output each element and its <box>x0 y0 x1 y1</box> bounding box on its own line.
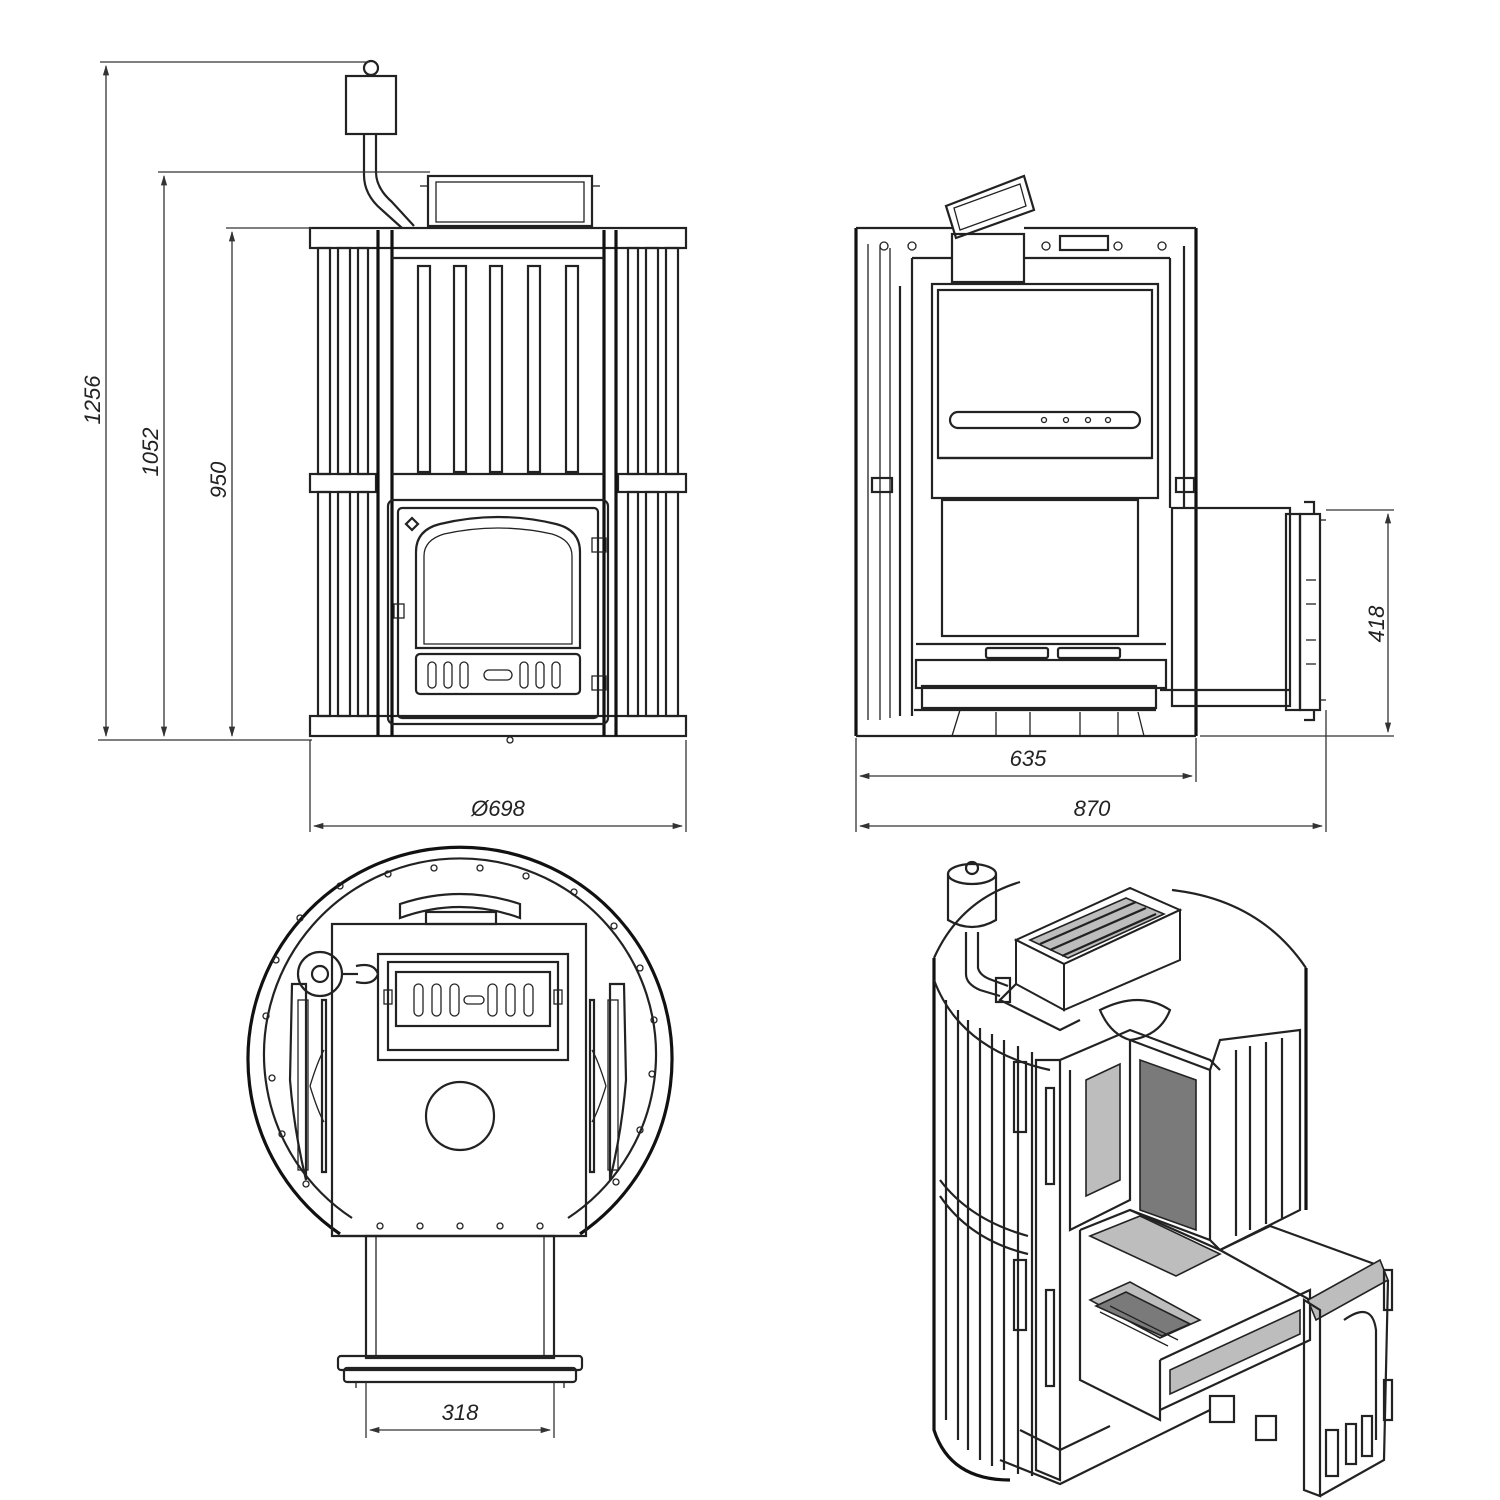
dim-height-1052: 1052 <box>138 428 163 477</box>
water-tank <box>344 59 415 229</box>
front-height-dimensions: 1256 1052 950 <box>80 61 430 741</box>
center-grille <box>392 256 604 476</box>
top-view: 318 <box>246 845 674 1438</box>
side-ribs <box>288 982 628 1181</box>
iso-top-tray <box>998 886 1183 1042</box>
iso-tunnel <box>1078 1208 1381 1422</box>
dim-depth-870: 870 <box>1074 796 1111 821</box>
iso-grille <box>939 1000 1034 1476</box>
side-dimensions: 418 635 870 <box>855 509 1394 832</box>
dim-height-1256: 1256 <box>80 375 105 425</box>
side-body <box>854 226 1198 738</box>
bottom-bolts <box>376 1222 544 1230</box>
dim-height-950: 950 <box>206 461 231 498</box>
dim-diameter-698: Ø698 <box>470 796 526 821</box>
dim-height-418: 418 <box>1364 605 1389 642</box>
isometric-view <box>932 860 1394 1498</box>
front-view: 1256 1052 950 Ø698 <box>80 59 688 832</box>
dim-depth-635: 635 <box>1010 746 1047 771</box>
top-dimension: 318 <box>365 1382 555 1438</box>
top-tray <box>420 174 600 228</box>
top-panel <box>376 952 570 1062</box>
rim-bolts <box>262 864 658 1188</box>
fire-door <box>386 498 610 744</box>
top-tunnel <box>336 1234 584 1388</box>
air-vents <box>427 661 561 689</box>
iso-base <box>999 1394 1278 1486</box>
right-grille <box>602 230 680 736</box>
side-chamber <box>914 282 1168 737</box>
front-width-dimension: Ø698 <box>309 740 687 832</box>
iso-water-tank <box>946 860 1012 1004</box>
side-view: 418 635 870 <box>854 174 1394 832</box>
stove-body <box>308 226 688 738</box>
top-tank <box>296 950 380 998</box>
firebox-tunnel <box>1160 500 1326 722</box>
iso-tunnel-door <box>1302 1258 1394 1498</box>
iso-core <box>1034 1028 1302 1482</box>
left-grille <box>316 230 394 736</box>
dim-width-318: 318 <box>442 1400 479 1425</box>
